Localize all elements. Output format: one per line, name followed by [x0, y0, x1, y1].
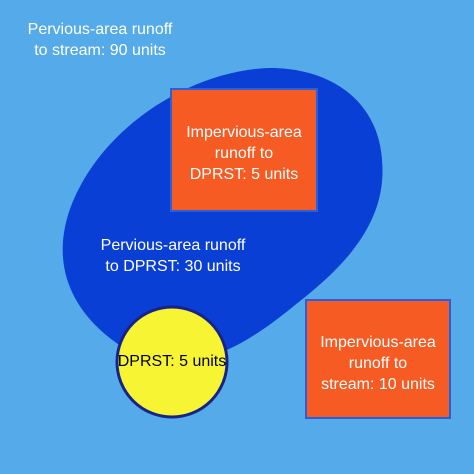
- dprst-circle: [115, 305, 229, 419]
- impervious-dprst-line-2: runoff to: [214, 144, 274, 162]
- impervious-stream-line-1: Impervious-area: [320, 334, 436, 351]
- impervious-stream-label: Impervious-area runoff to stream: 10 uni…: [306, 333, 450, 395]
- impervious-stream-box: [305, 299, 451, 419]
- dprst-label-text: DPRST: 5 units: [117, 353, 227, 370]
- impervious-dprst-label: Impervious-area runoff to DPRST: 5 units: [171, 123, 317, 185]
- impervious-stream-line-3: stream: 10 units: [321, 375, 435, 393]
- impervious-dprst-line-1: Impervious-area: [186, 124, 302, 141]
- dprst-label: DPRST: 5 units: [117, 352, 227, 373]
- pervious-dprst-line-1: Pervious-area runoff: [100, 237, 246, 254]
- pervious-stream-label: Pervious-area runoff to stream: 90 units: [0, 20, 200, 62]
- pervious-stream-line-1: Pervious-area runoff: [27, 21, 173, 38]
- pervious-dprst-line-2: to DPRST: 30 units: [105, 257, 241, 275]
- impervious-stream-line-2: runoff to: [348, 354, 408, 372]
- pervious-stream-line-2: to stream: 90 units: [34, 41, 166, 59]
- impervious-dprst-box: [170, 88, 318, 212]
- impervious-dprst-line-3: DPRST: 5 units: [189, 165, 299, 183]
- pervious-dprst-label: Pervious-area runoff to DPRST: 30 units: [68, 236, 278, 278]
